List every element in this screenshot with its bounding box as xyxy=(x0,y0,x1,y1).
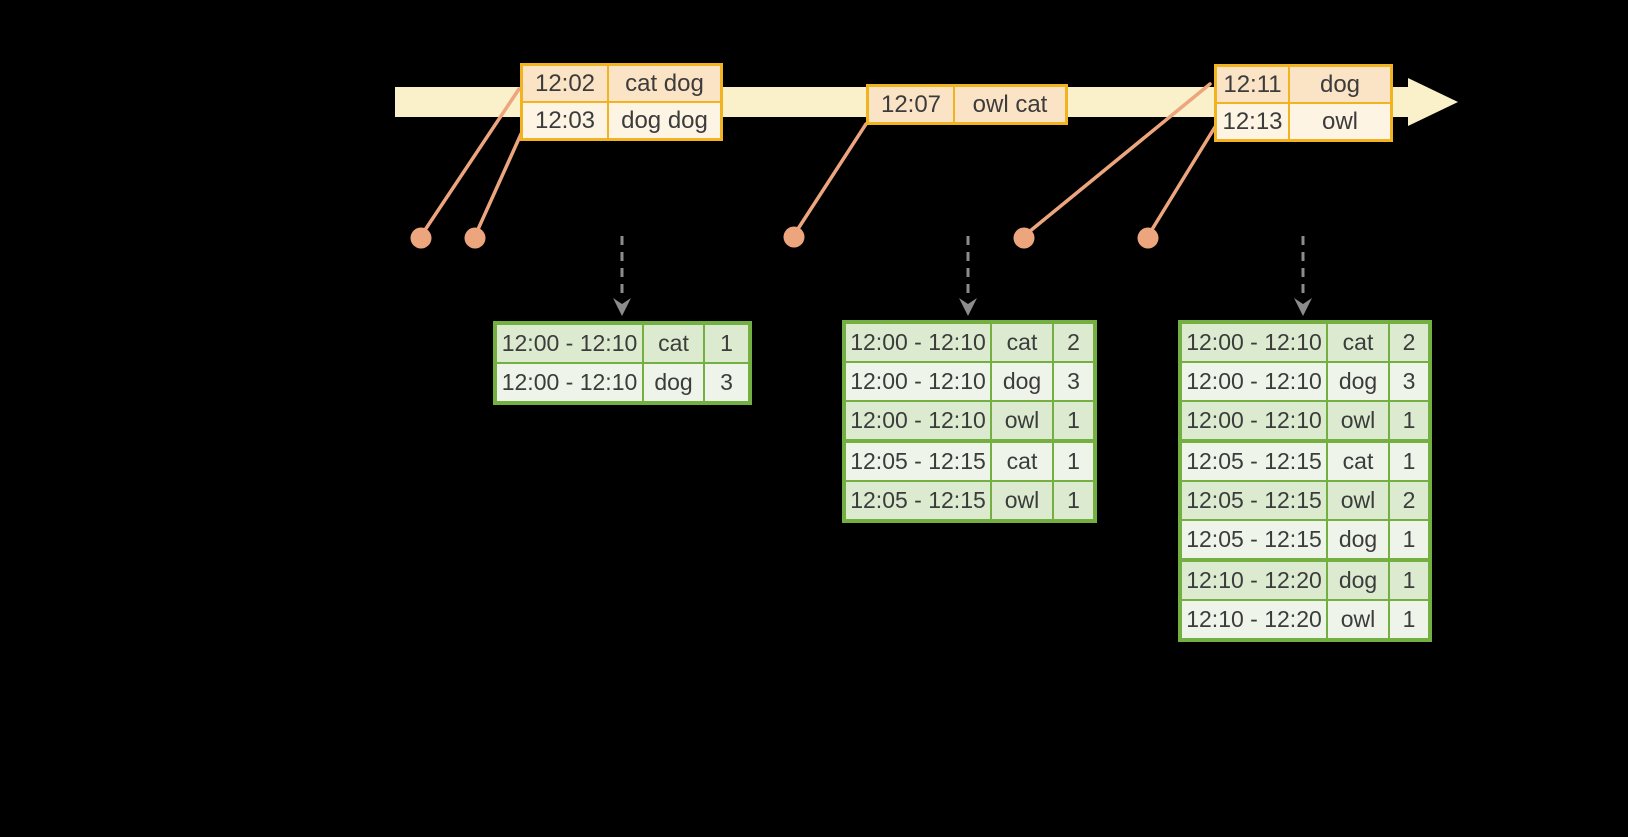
event-connector-line xyxy=(473,132,523,238)
result-row: 12:00 - 12:10 dog 3 xyxy=(846,363,1093,400)
result-row: 12:00 - 12:10 cat 2 xyxy=(846,324,1093,361)
event-words-cell: owl xyxy=(1290,104,1390,139)
window-cell: 12:00 - 12:10 xyxy=(1182,324,1326,361)
event-dot xyxy=(783,226,805,248)
event-row: 12:07 owl cat xyxy=(869,87,1065,122)
result-row: 12:10 - 12:20 dog 1 xyxy=(1182,562,1428,599)
event-words-cell: dog xyxy=(1290,67,1390,102)
count-cell: 1 xyxy=(705,325,748,362)
result-row: 12:05 - 12:15 cat 1 xyxy=(1182,443,1428,480)
window-cell: 12:05 - 12:15 xyxy=(1182,521,1326,558)
event-words-cell: owl cat xyxy=(955,87,1065,122)
window-cell: 12:05 - 12:15 xyxy=(1182,443,1326,480)
count-cell: 3 xyxy=(705,364,748,401)
count-cell: 1 xyxy=(1390,443,1428,480)
window-cell: 12:00 - 12:10 xyxy=(497,325,642,362)
result-row: 12:10 - 12:20 owl 1 xyxy=(1182,601,1428,638)
trigger-arrowhead-icon xyxy=(613,298,631,316)
word-cell: owl xyxy=(1328,402,1388,439)
word-cell: cat xyxy=(992,443,1052,480)
word-cell: owl xyxy=(992,402,1052,439)
event-dot xyxy=(1013,227,1035,249)
count-cell: 2 xyxy=(1054,324,1093,361)
window-cell: 12:00 - 12:10 xyxy=(497,364,642,401)
event-time-cell: 12:13 xyxy=(1217,104,1288,139)
window-cell: 12:05 - 12:15 xyxy=(846,482,990,519)
event-connector-line xyxy=(419,87,521,238)
event-box-3: 12:11 dog 12:13 owl xyxy=(1214,64,1393,142)
event-words-cell: dog dog xyxy=(609,103,720,138)
result-table-2: 12:00 - 12:10 cat 2 12:00 - 12:10 dog 3 … xyxy=(842,320,1097,523)
event-words-cell: cat dog xyxy=(609,66,720,101)
event-time-cell: 12:07 xyxy=(869,87,953,122)
count-cell: 3 xyxy=(1054,363,1093,400)
event-box-1: 12:02 cat dog 12:03 dog dog xyxy=(520,63,723,141)
result-table-3: 12:00 - 12:10 cat 2 12:00 - 12:10 dog 3 … xyxy=(1178,320,1432,642)
window-cell: 12:05 - 12:15 xyxy=(1182,482,1326,519)
count-cell: 1 xyxy=(1390,402,1428,439)
result-row: 12:00 - 12:10 cat 1 xyxy=(497,325,748,362)
word-cell: cat xyxy=(992,324,1052,361)
event-row: 12:13 owl xyxy=(1217,104,1390,139)
count-cell: 1 xyxy=(1390,601,1428,638)
result-row: 12:05 - 12:15 owl 2 xyxy=(1182,482,1428,519)
trigger-arrowhead-icon xyxy=(1294,298,1312,316)
event-row: 12:02 cat dog xyxy=(523,66,720,101)
window-cell: 12:00 - 12:10 xyxy=(1182,363,1326,400)
event-row: 12:11 dog xyxy=(1217,67,1390,102)
trigger-arrowhead-icon xyxy=(959,298,977,316)
event-time-cell: 12:11 xyxy=(1217,67,1288,102)
event-dot xyxy=(1137,227,1159,249)
count-cell: 3 xyxy=(1390,363,1428,400)
count-cell: 1 xyxy=(1390,521,1428,558)
word-cell: dog xyxy=(644,364,703,401)
event-connector-line xyxy=(1146,125,1217,238)
event-connector-line xyxy=(792,122,868,237)
count-cell: 2 xyxy=(1390,324,1428,361)
word-cell: dog xyxy=(1328,521,1388,558)
window-cell: 12:00 - 12:10 xyxy=(846,363,990,400)
word-cell: dog xyxy=(992,363,1052,400)
count-cell: 1 xyxy=(1054,443,1093,480)
event-row: 12:03 dog dog xyxy=(523,103,720,138)
event-dot xyxy=(410,227,432,249)
event-box-2: 12:07 owl cat xyxy=(866,84,1068,125)
word-cell: dog xyxy=(1328,562,1388,599)
word-cell: dog xyxy=(1328,363,1388,400)
window-cell: 12:00 - 12:10 xyxy=(846,402,990,439)
count-cell: 1 xyxy=(1054,482,1093,519)
result-row: 12:05 - 12:15 owl 1 xyxy=(846,482,1093,519)
result-row: 12:00 - 12:10 dog 3 xyxy=(497,364,748,401)
result-row: 12:00 - 12:10 cat 2 xyxy=(1182,324,1428,361)
result-row: 12:05 - 12:15 dog 1 xyxy=(1182,521,1428,558)
result-table-1: 12:00 - 12:10 cat 1 12:00 - 12:10 dog 3 xyxy=(493,321,752,405)
count-cell: 1 xyxy=(1390,562,1428,599)
result-row: 12:00 - 12:10 owl 1 xyxy=(1182,402,1428,439)
word-cell: cat xyxy=(1328,324,1388,361)
result-row: 12:05 - 12:15 cat 1 xyxy=(846,443,1093,480)
result-row: 12:00 - 12:10 dog 3 xyxy=(1182,363,1428,400)
word-cell: owl xyxy=(992,482,1052,519)
event-dot xyxy=(464,227,486,249)
word-cell: owl xyxy=(1328,482,1388,519)
window-cell: 12:00 - 12:10 xyxy=(1182,402,1326,439)
word-cell: cat xyxy=(644,325,703,362)
word-cell: cat xyxy=(1328,443,1388,480)
window-cell: 12:05 - 12:15 xyxy=(846,443,990,480)
event-time-cell: 12:02 xyxy=(523,66,607,101)
event-time-cell: 12:03 xyxy=(523,103,607,138)
count-cell: 2 xyxy=(1390,482,1428,519)
event-connector-line xyxy=(1022,82,1212,238)
window-cell: 12:10 - 12:20 xyxy=(1182,562,1326,599)
result-row: 12:00 - 12:10 owl 1 xyxy=(846,402,1093,439)
timeline-arrowhead-icon xyxy=(1408,78,1458,126)
count-cell: 1 xyxy=(1054,402,1093,439)
word-cell: owl xyxy=(1328,601,1388,638)
window-cell: 12:10 - 12:20 xyxy=(1182,601,1326,638)
window-cell: 12:00 - 12:10 xyxy=(846,324,990,361)
